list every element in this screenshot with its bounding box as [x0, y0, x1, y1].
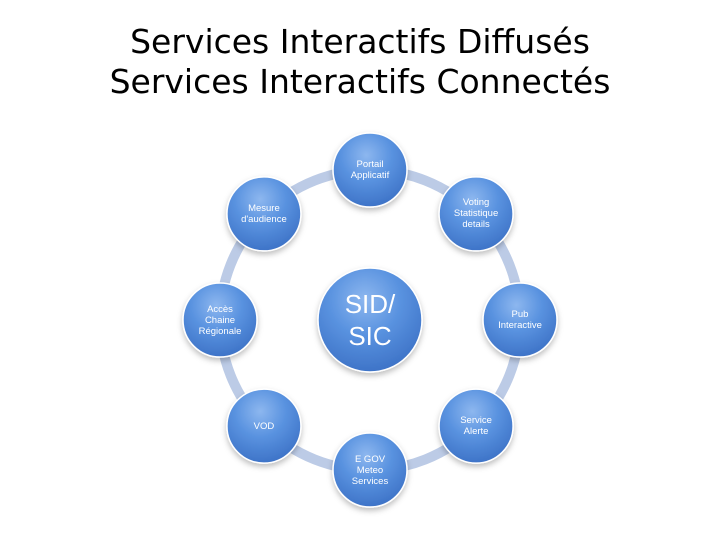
- cycle-node-2: [438, 176, 514, 252]
- title-line-1: Services Interactifs Diffusés: [130, 22, 590, 61]
- hub-node: [317, 267, 423, 373]
- cycle-node-8: [226, 176, 302, 252]
- cycle-node-7: [182, 282, 258, 358]
- cycle-node-1: [332, 132, 408, 208]
- cycle-node-6: [226, 388, 302, 464]
- cycle-node-4: [438, 388, 514, 464]
- cycle-node-5: [332, 432, 408, 508]
- cycle-node-3: [482, 282, 558, 358]
- slide-title: Services Interactifs Diffusés Services I…: [0, 22, 720, 102]
- title-line-2: Services Interactifs Connectés: [109, 62, 611, 101]
